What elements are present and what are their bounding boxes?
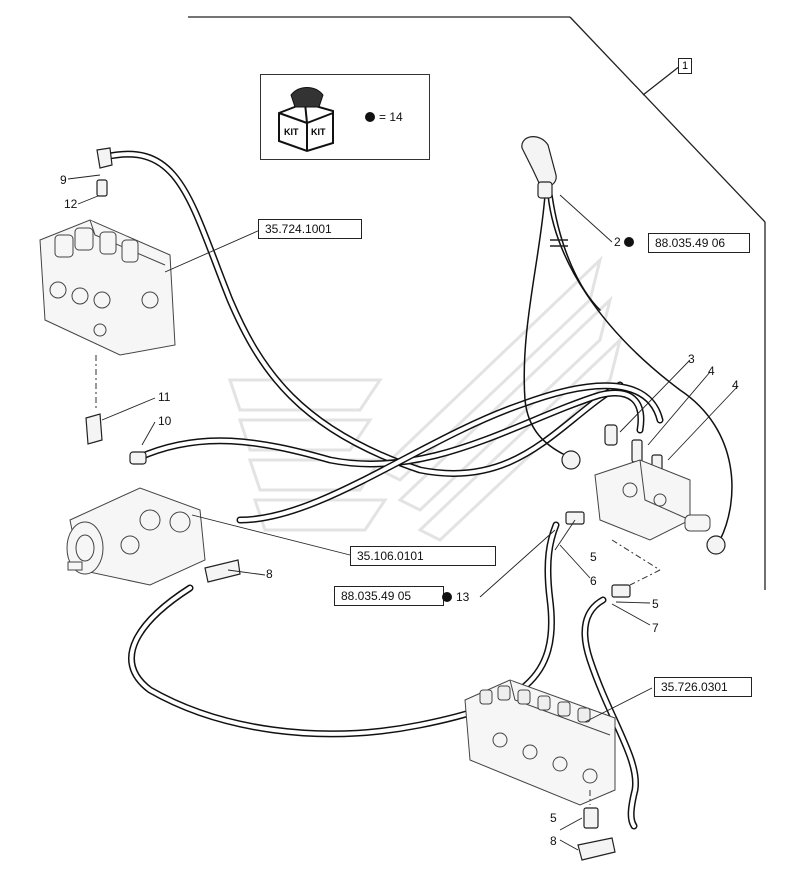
bullet-icon [624, 237, 635, 247]
bullet-icon [365, 112, 375, 122]
callout-2: 2 [614, 235, 638, 249]
kit-count: = 14 [365, 110, 403, 124]
callout-13: 13 [442, 590, 469, 604]
callout-11: 11 [158, 390, 171, 404]
kit-label-right: KIT [311, 127, 326, 137]
kit-box-icon: KIT KIT [278, 87, 334, 153]
kit-label-left: KIT [284, 127, 299, 137]
callout-8-bottom: 8 [550, 834, 557, 848]
frame-lines [188, 16, 766, 590]
control-valve-top [39, 219, 176, 356]
hose-lines [101, 150, 733, 830]
callout-8-top: 8 [266, 567, 273, 581]
ref-part-joystick: 88.035.49 06 [648, 233, 750, 253]
fittings [85, 147, 726, 861]
ref-valve-top[interactable]: 35.724.1001 [258, 219, 362, 239]
callout-13-number: 13 [456, 590, 470, 604]
kit-legend: KIT KIT = 14 [260, 74, 430, 160]
watermark-logo [227, 255, 623, 542]
assembly-dashes [95, 355, 661, 805]
callout-7: 7 [652, 621, 659, 635]
callout-10: 10 [158, 414, 172, 428]
item-number-box: 1 [678, 58, 692, 74]
callout-9: 9 [60, 173, 67, 187]
callout-5-b: 5 [652, 597, 659, 611]
callout-4-b: 4 [732, 378, 739, 392]
ref-part-hose: 88.035.49 05 [334, 586, 444, 606]
callout-5-c: 5 [550, 811, 557, 825]
bullet-icon [442, 592, 452, 602]
joystick-handle [521, 136, 568, 247]
manifold-block [594, 459, 711, 541]
callout-3: 3 [688, 352, 695, 366]
callout-5-a: 5 [590, 550, 597, 564]
callout-4-a: 4 [708, 364, 715, 378]
kit-count-value: = 14 [379, 110, 403, 124]
callout-12: 12 [64, 197, 78, 211]
leader-lines [67, 174, 739, 851]
callout-2-number: 2 [614, 235, 621, 249]
ref-pump[interactable]: 35.106.0101 [350, 546, 496, 566]
ref-valve-bottom[interactable]: 35.726.0301 [654, 677, 752, 697]
control-valve-bottom [464, 679, 616, 806]
callout-6: 6 [590, 574, 597, 588]
hydraulic-pump [66, 487, 206, 586]
